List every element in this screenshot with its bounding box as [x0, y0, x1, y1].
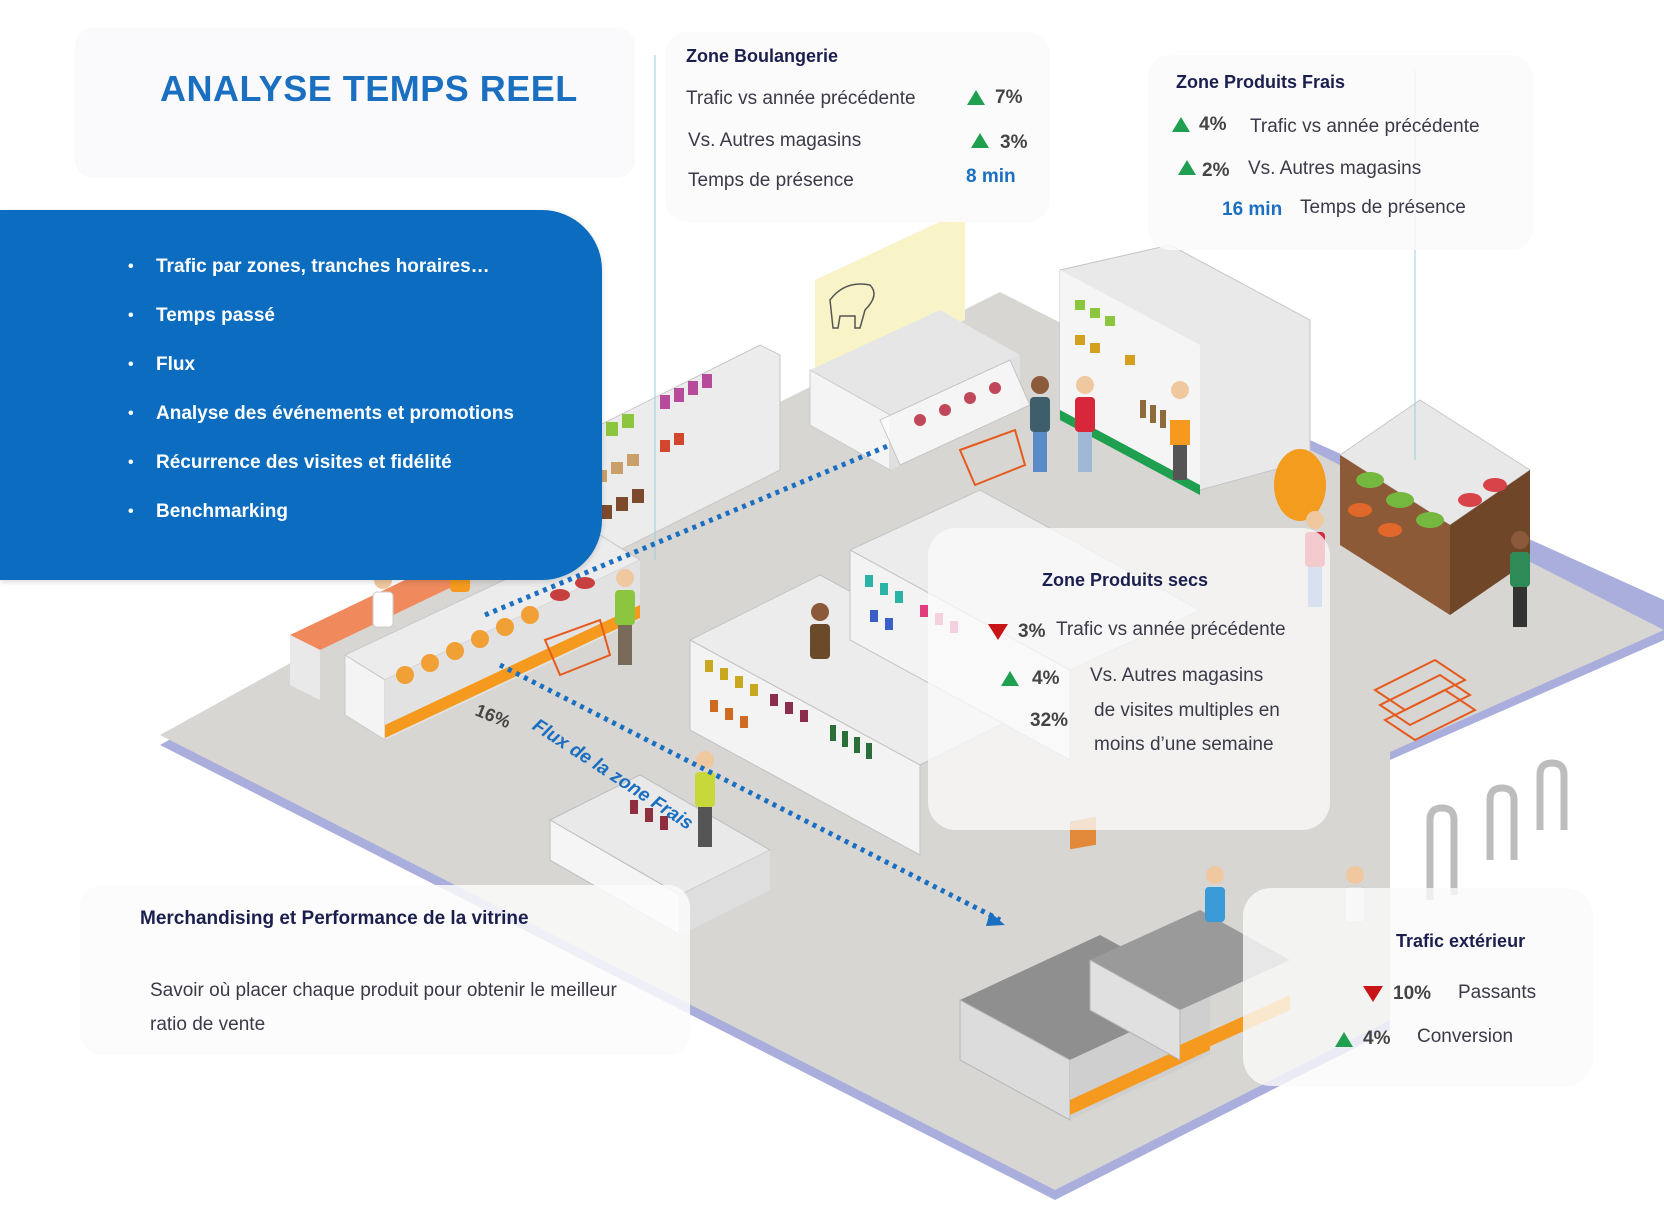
- bullet-icon: •: [128, 307, 134, 324]
- zone-secs-card: [928, 528, 1330, 830]
- bullet-icon: •: [128, 405, 134, 422]
- merchandising-card: [80, 885, 690, 1055]
- merchandising-line2: ratio de vente: [150, 1014, 266, 1035]
- bullet-icon: •: [128, 454, 134, 471]
- checkout-area: [959, 816, 1290, 1121]
- secs-visits-value: 32%: [1030, 710, 1069, 731]
- security-gates: [1426, 759, 1568, 900]
- secs-stores-value: 4%: [1032, 668, 1060, 689]
- trend-up-icon: [1001, 671, 1019, 686]
- trend-down-icon: [1363, 986, 1383, 1002]
- secs-stores-label: Vs. Autres magasins: [1090, 665, 1264, 686]
- trafic-exterieur-card: [1243, 888, 1593, 1086]
- secs-traffic-value: 3%: [1018, 621, 1046, 642]
- flow-arrowhead-icon: [986, 912, 1005, 926]
- merchandising-title: Merchandising et Performance de la vitri…: [140, 908, 529, 929]
- features-panel: •Trafic par zones, tranches horaires… •T…: [0, 210, 602, 580]
- frais-time-value: 16 min: [1222, 199, 1283, 220]
- bullet-icon: •: [128, 258, 134, 275]
- conversion-value: 4%: [1363, 1028, 1391, 1049]
- boulangerie-stores-label: Vs. Autres magasins: [688, 130, 862, 151]
- boulangerie-traffic-value: 7%: [995, 87, 1023, 108]
- conversion-label: Conversion: [1417, 1026, 1514, 1047]
- trend-up-icon: [1172, 117, 1190, 132]
- boulangerie-time-value: 8 min: [966, 166, 1016, 187]
- boulangerie-stores-value: 3%: [1000, 132, 1028, 153]
- bullet-icon: •: [128, 356, 134, 373]
- frais-traffic-value: 4%: [1199, 114, 1227, 135]
- secs-visits-line1: de visites multiples en: [1094, 700, 1280, 721]
- frais-stores-label: Vs. Autres magasins: [1248, 158, 1422, 179]
- trend-up-icon: [971, 133, 989, 148]
- trafic-exterieur-title: Trafic extérieur: [1396, 931, 1526, 951]
- features-list: •Trafic par zones, tranches horaires… •T…: [128, 252, 514, 546]
- passants-value: 10%: [1393, 983, 1432, 1004]
- feature-item: •Trafic par zones, tranches horaires…: [128, 252, 514, 301]
- feature-item: •Temps passé: [128, 301, 514, 350]
- produce-stand: [1274, 399, 1531, 615]
- zone-boulangerie-title: Zone Boulangerie: [686, 46, 839, 66]
- zone-boulangerie-card: [665, 32, 1050, 222]
- boulangerie-traffic-label: Trafic vs année précédente: [686, 88, 916, 109]
- secs-traffic-label: Trafic vs année précédente: [1056, 619, 1286, 640]
- merchandising-line1: Savoir où placer chaque produit pour obt…: [150, 980, 617, 1001]
- trend-up-icon: [1178, 160, 1196, 175]
- feature-item: •Benchmarking: [128, 497, 514, 546]
- trend-down-icon: [988, 624, 1008, 640]
- feature-item: •Flux: [128, 350, 514, 399]
- page-title: ANALYSE TEMPS REEL: [160, 68, 578, 109]
- shopping-carts: [543, 428, 1477, 742]
- butcher-counter: [809, 210, 1031, 471]
- boulangerie-time-label: Temps de présence: [688, 170, 854, 191]
- title-card: [75, 28, 635, 178]
- feature-item: •Analyse des événements et promotions: [128, 399, 514, 448]
- flow-arrow-icon: [484, 442, 1002, 923]
- frais-stores-value: 2%: [1202, 160, 1230, 181]
- bullet-icon: •: [128, 503, 134, 520]
- trend-up-icon: [1335, 1032, 1353, 1047]
- frais-traffic-label: Trafic vs année précédente: [1250, 116, 1480, 137]
- zone-frais-card: [1148, 55, 1533, 250]
- feature-item: •Récurrence des visites et fidélité: [128, 448, 514, 497]
- frais-time-label: Temps de présence: [1300, 197, 1466, 218]
- trend-up-icon: [967, 90, 985, 105]
- passants-label: Passants: [1458, 982, 1537, 1003]
- secs-visits-line2: moins d’une semaine: [1094, 734, 1274, 755]
- zone-secs-title: Zone Produits secs: [1042, 570, 1209, 590]
- zone-frais-title: Zone Produits Frais: [1176, 72, 1346, 92]
